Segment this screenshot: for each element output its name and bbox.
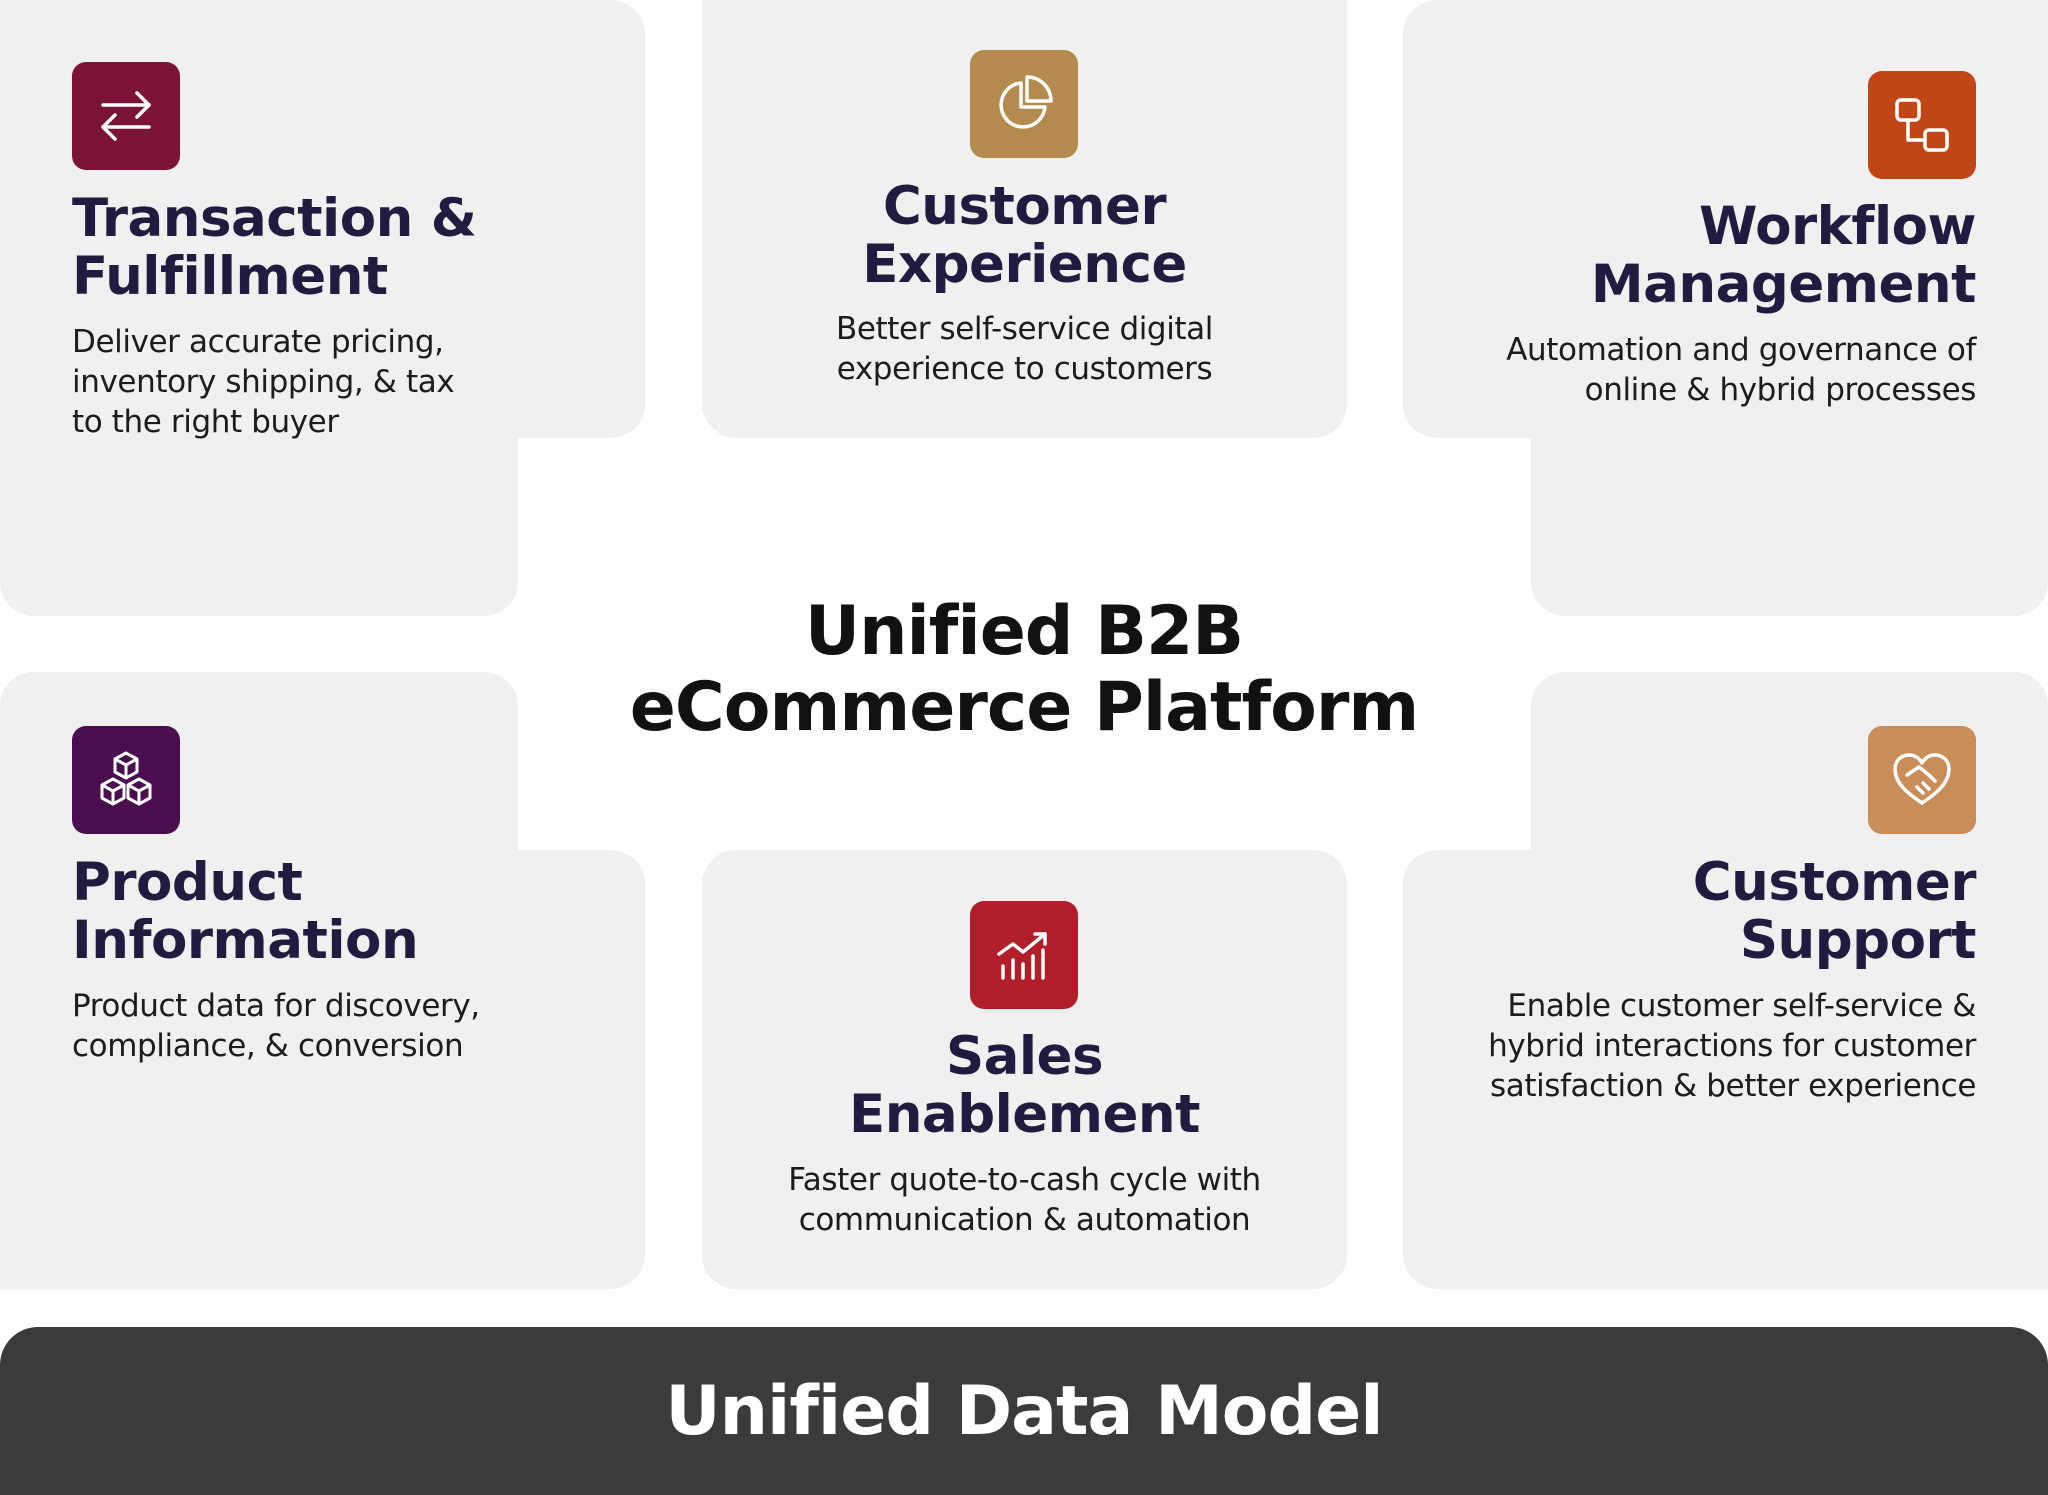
card-title: Workflow Management (1590, 196, 1977, 315)
footer-label: Unified Data Model (665, 1371, 1383, 1451)
card-description: Deliver accurate pricing, inventory ship… (72, 324, 455, 440)
workflow-icon (1868, 71, 1976, 179)
exchange-arrows-icon (72, 62, 180, 170)
card-title: Product Information (72, 852, 419, 971)
card-shape-product-bottom (0, 850, 645, 1289)
card-title: Customer Support (1692, 852, 1977, 971)
card-description: Product data for discovery, compliance, … (72, 988, 480, 1064)
pie-chart-icon (970, 50, 1078, 158)
card-shape-transaction-bottom (0, 400, 518, 616)
card-shape-workflow-bottom (1531, 400, 2048, 616)
cubes-icon (72, 726, 180, 834)
card-description: Better self-service digital experience t… (835, 311, 1213, 387)
card-title: Transaction & Fulfillment (72, 188, 477, 307)
card-description: Enable customer self-service & hybrid in… (1488, 988, 1976, 1104)
card-description: Automation and governance of online & hy… (1506, 332, 1976, 408)
card-title: Customer Experience (862, 176, 1187, 295)
unified-data-model-bar: Unified Data Model (0, 1327, 2048, 1495)
handshake-heart-icon (1868, 726, 1976, 834)
card-title: Sales Enablement (849, 1026, 1201, 1145)
growth-chart-icon (970, 901, 1078, 1009)
platform-title: Unified B2B eCommerce Platform (629, 592, 1419, 747)
card-description: Faster quote-to-cash cycle with communic… (788, 1162, 1261, 1238)
card-shape-support-bottom (1403, 850, 2048, 1289)
